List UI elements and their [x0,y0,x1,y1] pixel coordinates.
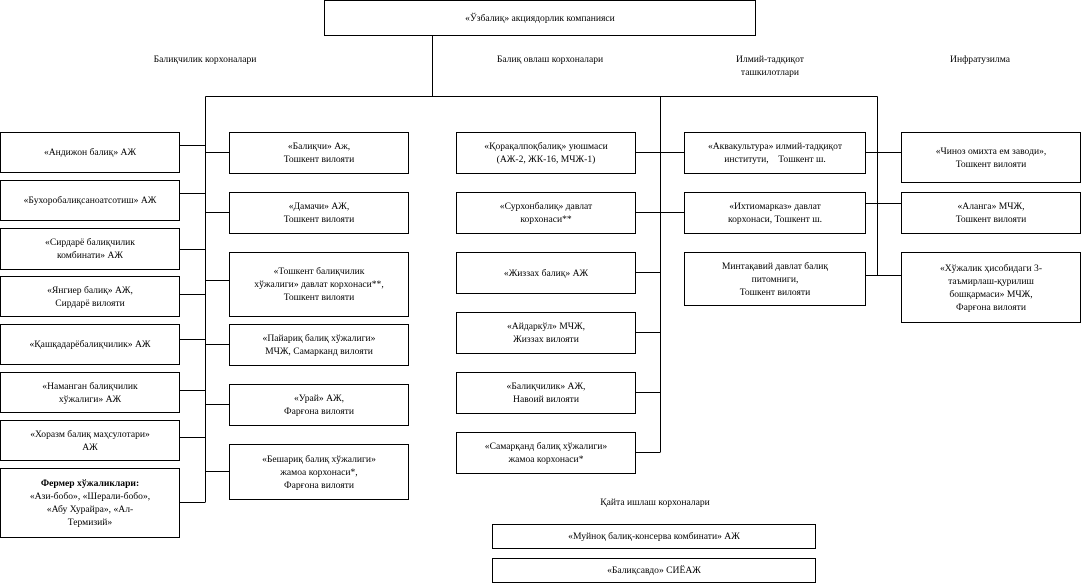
org-box-chinoz-em: «Чиноз омихта ем заводи», Тошкент вилоят… [901,132,1081,183]
heading-processing: Қайта ишлаш корхоналари [600,497,710,508]
org-line: «Андижон балиқ» АЖ [43,147,137,158]
org-box-baliqsavdo: «Балиқсавдо» СИЁАЖ [492,558,816,583]
org-line: «Балиқсавдо» СИЁАЖ [607,565,701,576]
org-line: «Хўжалик ҳисобидаги 3- [939,262,1043,274]
org-line: Термизий» [67,517,113,528]
org-box-khorazm: «Хоразм балиқ маҳсулотари» АЖ [0,420,180,461]
org-line: бошқармаси» МЧЖ, [949,288,1033,300]
org-line: Тошкент вилояти [283,154,355,165]
org-box-surxonbaliq: «Сурхонбалиқ» давлат корхонаси** [456,192,636,234]
org-box-baliqchilik-navoiy: «Балиқчилик» АЖ, Навоий вилояти [456,372,636,414]
org-line: «Айдаркўл» МЧЖ, [507,321,585,332]
org-line: (АЖ-2, ЖК-16, МЧЖ-1) [496,154,596,165]
org-box-bukhoro: «Бухоробалиқсаноатсотиш» АЖ [0,180,180,221]
org-box-mintaqaviy-pitomnik: Минтақавий давлат балиқ питомниги, Тошке… [684,252,866,306]
org-line: «Чиноз омихта ем заводи», [935,145,1047,157]
org-line: «Бешариқ балиқ хўжалиги» [262,453,376,465]
farmers-title: Фермер хўжаликлари: [40,478,140,489]
org-box-baliqchi: «Балиқчи» Аж, Тошкент вилояти [229,132,409,174]
org-line: «Аквакультура» илмий-тадқиқот [707,141,843,152]
org-line: «Ихтиомарказ» давлат [729,201,821,212]
org-line: хўжалиги» давлат корхонаси**, [254,279,384,290]
org-line: жамоа корхонаси*, [280,466,358,478]
org-box-damachi: «Дамачи» АЖ, Тошкент вилояти [229,192,409,234]
org-box-namangan: «Наманган балиқчилик хўжалиги» АЖ [0,372,180,413]
org-line: «Сурхонбалиқ» давлат [499,201,593,212]
org-box-qoraqalpoqbaliq: «Қорақалпоқбалиқ» уюшмаси (АЖ-2, ЖК-16, … [456,132,636,174]
org-line: Минтақавий давлат балиқ [721,260,829,272]
org-line: МЧЖ, Самарканд вилояти [265,346,373,357]
org-line: Жиззах вилояти [513,334,579,345]
org-line: «Самарқанд балиқ хўжалиги» [484,441,608,452]
top-organization-box: «Ўзбалиқ» акциядорлик компанияси [324,0,756,36]
org-box-toshkent-baliqchilik: «Тошкент балиқчилик хўжалиги» давлат кор… [229,252,409,317]
org-box-qashqadaryo: «Қашқадарёбалиқчилик» АЖ [0,324,180,365]
org-line: Тошкент вилояти [283,214,355,225]
org-line: «Наманган балиқчилик [42,380,138,392]
org-line: Сирдарё вилояти [55,297,125,309]
org-box-farmers: Фермер хўжаликлари: «Ази-бобо», «Шерали-… [0,468,180,538]
org-line: «Пайариқ балиқ хўжалиги» [262,333,376,344]
org-line: Тошкент вилояти [283,292,355,303]
org-line: «Хоразм балиқ маҳсулотари» [30,428,150,440]
org-box-samarqand-baliq: «Самарқанд балиқ хўжалиги» жамоа корхона… [456,432,636,474]
org-line: «Аланга» МЧЖ, [957,201,1025,212]
org-line: хўжалиги» АЖ [58,393,122,405]
org-line: Тошкент вилояти [955,214,1027,225]
org-line: Тошкент вилояти [739,286,811,298]
org-box-yangier: «Янгиер балиқ» АЖ, Сирдарё вилояти [0,276,180,317]
org-line: жамоа корхонаси* [508,454,584,465]
org-box-sirdaryo-kombinat: «Сирдарё балиқчилик комбинати» АЖ [0,228,180,270]
org-line: «Урай» АЖ, [293,393,345,404]
org-box-andijon: «Андижон балиқ» АЖ [0,132,180,173]
org-line: корхонаси, Тошкент ш. [727,214,823,225]
org-line: корхонаси** [520,214,572,225]
org-line: питомниги, [751,273,799,285]
org-line: «Абу Хурайра», «Ал- [46,504,134,515]
org-line: Фарғона вилояти [284,406,354,417]
org-line: «Бухоробалиқсаноатсотиш» АЖ [23,195,157,206]
org-box-beshariq: «Бешариқ балиқ хўжалиги» жамоа корхонаси… [229,444,409,500]
heading-infrastructure: Инфратузилма [950,54,1010,65]
heading-research-line: Илмий-тадқиқот [735,54,805,65]
org-box-payariq: «Пайариқ балиқ хўжалиги» МЧЖ, Самарканд … [229,324,409,366]
heading-research-line: ташкилотлари [740,67,800,78]
org-line: АЖ [82,441,98,453]
org-box-jizzax-baliq: «Жиззах балиқ» АЖ [456,252,636,294]
org-line: «Қорақалпоқбалиқ» уюшмаси [484,141,608,152]
org-line: комбинати» АЖ [56,250,124,261]
org-line: «Жиззах балиқ» АЖ [503,267,589,279]
org-box-qurilish-boshqarmasi: «Хўжалик ҳисобидаги 3- таъмирлаш-қурилиш… [901,252,1081,323]
org-line: Фарғона вилояти [956,301,1026,313]
org-line: «Тошкент балиқчилик [273,266,365,277]
heading-fishing: Балиқ овлаш корхоналари [496,54,604,65]
org-box-akvakultura: «Аквакультура» илмий-тадқиқот институти,… [684,132,866,174]
heading-fisheries: Балиқчилик корхоналари [153,54,257,65]
org-line: Тошкент вилояти [955,158,1027,170]
org-line: таъмирлаш-қурилиш [948,275,1034,287]
org-line: Навоий вилояти [513,394,579,405]
top-organization-title: «Ўзбалиқ» акциядорлик компанияси [465,12,615,24]
heading-research: Илмий-тадқиқот ташкилотлари [720,53,820,79]
org-line: «Ази-бобо», «Шерали-бобо», [29,491,151,502]
org-line: «Балиқчилик» АЖ, [506,381,586,392]
org-box-ixtiomarkaz: «Ихтиомарказ» давлат корхонаси, Тошкент … [684,192,866,234]
org-box-muynoq: «Муйноқ балиқ-консерва комбинати» АЖ [492,524,816,549]
org-box-alanga: «Аланга» МЧЖ, Тошкент вилояти [901,192,1081,234]
org-line: институти, Тошкент ш. [724,154,826,165]
org-box-aydarkul: «Айдаркўл» МЧЖ, Жиззах вилояти [456,312,636,354]
org-line: «Дамачи» АЖ, [288,201,350,212]
org-line: «Қашқадарёбалиқчилик» АЖ [29,339,151,350]
org-line: «Балиқчи» Аж, [287,141,351,152]
org-line: «Янгиер балиқ» АЖ, [47,284,133,296]
org-line: Фарғона вилояти [284,479,354,491]
org-box-uray: «Урай» АЖ, Фарғона вилояти [229,384,409,426]
org-line: «Сирдарё балиқчилик [45,237,135,248]
org-line: «Муйноқ балиқ-консерва комбинати» АЖ [568,531,740,542]
